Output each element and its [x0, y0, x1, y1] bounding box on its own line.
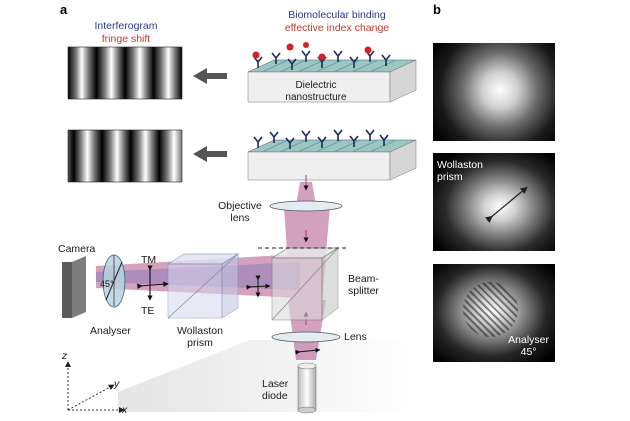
effective-index-change-label: effective index change	[284, 22, 390, 34]
angle-label: 45°	[100, 279, 114, 289]
beam-splitter	[270, 247, 340, 321]
lens	[271, 331, 341, 343]
te-label: TE	[141, 305, 155, 317]
dielectric-nanostructure-bottom	[247, 129, 417, 181]
panel-letter-b: b	[433, 2, 441, 17]
wollaston-prism	[166, 253, 240, 319]
y-axis-label: y	[114, 378, 120, 390]
tm-te-arrows-icon	[137, 265, 169, 301]
beam-splitter-label: Beam-splitter	[348, 273, 379, 297]
lens-label: Lens	[344, 331, 367, 343]
fringe-shift-label: fringe shift	[101, 33, 151, 45]
floor-plane	[118, 340, 420, 412]
interferogram-label: Interferogram	[94, 20, 158, 32]
x-axis-label: x	[122, 404, 128, 416]
arrow-left-icon	[193, 146, 227, 162]
coordinate-axes	[65, 361, 125, 413]
dielectric-nanostructure-top	[247, 42, 417, 103]
polarization-icon	[295, 347, 321, 355]
laser-diode	[297, 362, 317, 414]
analyser-label: Analyser	[90, 325, 131, 337]
arrow-left-icon	[193, 68, 227, 84]
tm-label: TM	[141, 254, 157, 266]
camera-label: Camera	[58, 243, 96, 255]
z-axis-label: z	[62, 350, 68, 362]
interferogram-reference	[67, 129, 183, 183]
interferogram-shifted	[67, 46, 183, 100]
panel-letter-a: a	[60, 2, 68, 17]
camera	[62, 256, 86, 318]
spot-image	[433, 43, 555, 141]
polarization-arrows-icon	[246, 275, 271, 298]
biomolecular-binding-label: Biomolecular binding	[288, 9, 386, 21]
objective-lens	[269, 200, 343, 212]
